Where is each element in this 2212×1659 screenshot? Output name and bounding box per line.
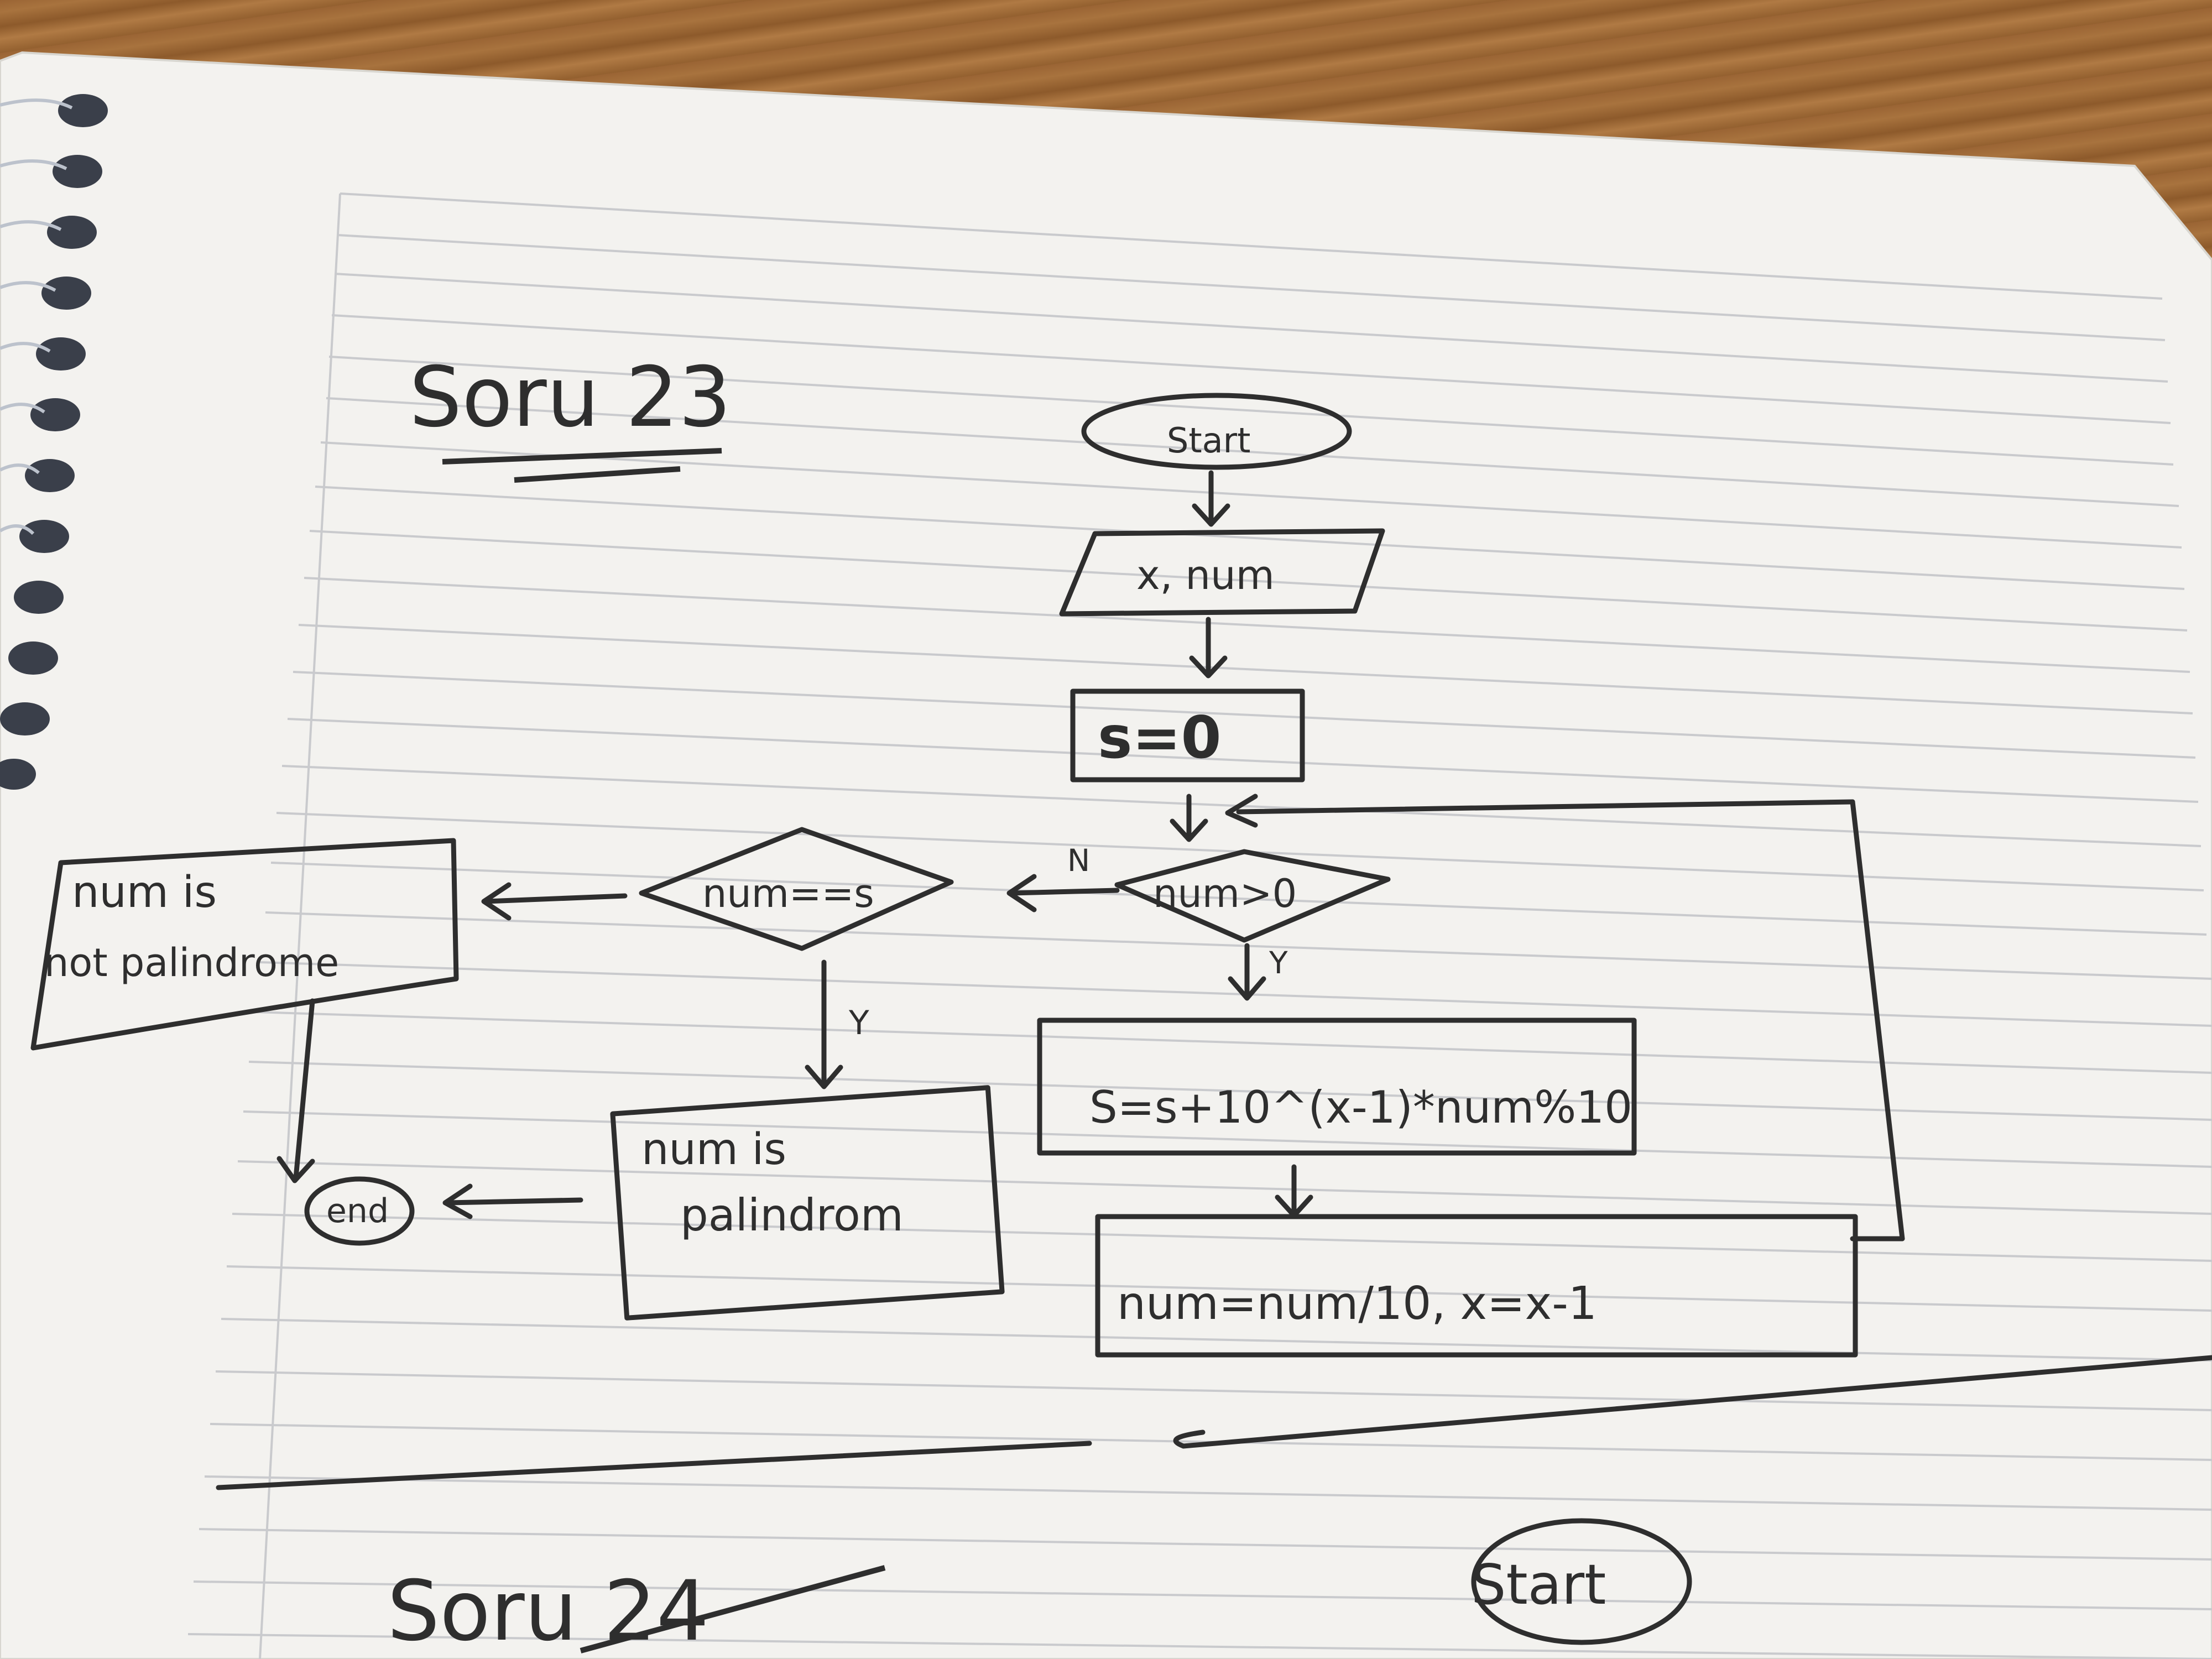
paper-sheet (0, 53, 2212, 1659)
ruled-lines (187, 192, 2212, 1659)
start-label: Start (1167, 420, 1250, 461)
start-terminal (1081, 393, 1352, 470)
decision-palindrome-yes-label: Y (848, 1004, 869, 1042)
decision-loop-label: num>0 (1153, 871, 1297, 916)
output-not-palindrome (30, 838, 459, 1051)
start-terminal-2 (1471, 1518, 1692, 1645)
end-label: end (326, 1192, 389, 1230)
process-update (1095, 1214, 1858, 1358)
output-not-line1: num is (72, 868, 217, 917)
question-23-title: Soru 23 (409, 349, 731, 446)
output-palindrome (610, 1085, 1005, 1321)
output-not-line2: not palindrome (44, 940, 339, 985)
init-process (1070, 688, 1305, 782)
decision-palindrome-label: num==s (702, 871, 874, 916)
decision-loop-no-label: N (1067, 843, 1090, 878)
output-yes-line1: num is (641, 1125, 786, 1175)
decision-loop-diamond (1114, 849, 1391, 943)
decision-palindrome-diamond (639, 827, 954, 951)
spiral-binding (0, 94, 108, 790)
input-label: x, num (1136, 552, 1275, 598)
init-label: s=0 (1098, 704, 1222, 771)
process-update-label: num=num/10, x=x-1 (1117, 1277, 1597, 1330)
flowchart (30, 393, 2212, 1490)
process-sum-label: S=s+10^(x-1)*num%10 (1089, 1082, 1632, 1133)
input-parallelogram (1059, 528, 1385, 617)
start-label-2: Start (1471, 1552, 1606, 1617)
output-yes-line2: palindrom (680, 1190, 904, 1241)
decision-loop-yes-label: Y (1269, 945, 1288, 980)
question-24-title: Soru 24 (387, 1563, 709, 1659)
end-terminal (304, 1176, 415, 1246)
process-sum (1037, 1018, 1637, 1156)
